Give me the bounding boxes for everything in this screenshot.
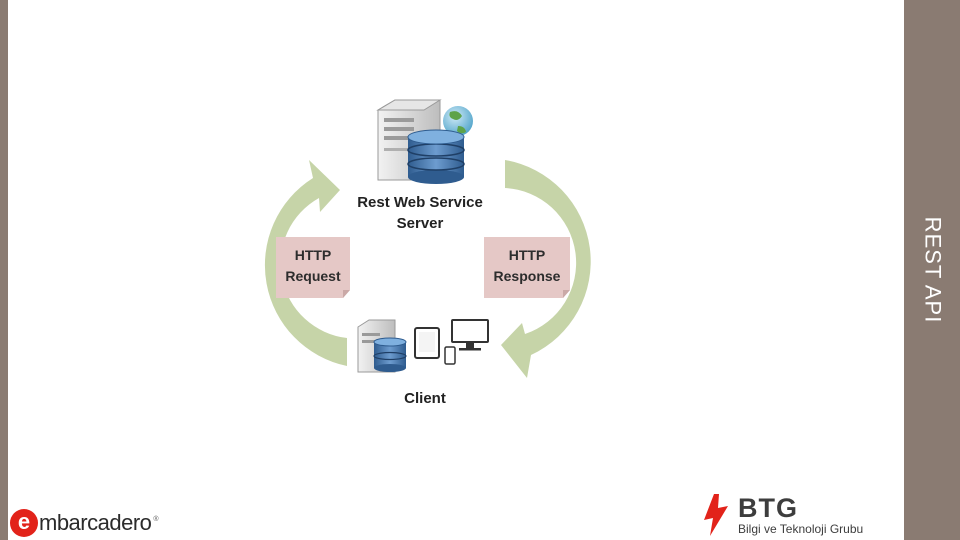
response-arrow bbox=[501, 160, 591, 378]
rest-cycle-diagram bbox=[264, 99, 591, 378]
embarcadero-e-mark: e bbox=[10, 509, 38, 537]
monitor-icon bbox=[451, 319, 489, 351]
request-arrow bbox=[264, 160, 347, 366]
server-label: Rest Web Service Server bbox=[330, 192, 510, 234]
http-request-label: HTTP Request bbox=[276, 245, 350, 287]
database-icon bbox=[407, 129, 465, 184]
http-response-line2: Response bbox=[493, 268, 561, 284]
server-label-line2: Server bbox=[396, 215, 444, 232]
left-accent-bar bbox=[0, 0, 8, 540]
http-request-note bbox=[276, 237, 350, 298]
slide-title-text: REST API bbox=[920, 216, 946, 324]
embarcadero-trademark: ® bbox=[153, 516, 159, 523]
btg-logo: BTG Bilgi ve Teknoloji Grubu bbox=[700, 492, 900, 538]
embarcadero-wordmark: mbarcadero bbox=[39, 510, 152, 535]
slide-title-vertical: REST API bbox=[904, 0, 960, 540]
phone-icon bbox=[444, 346, 456, 365]
client-label: Client bbox=[404, 390, 446, 407]
btg-bolt-icon bbox=[704, 494, 728, 536]
http-response-label: HTTP Response bbox=[484, 245, 570, 287]
right-sidebar bbox=[904, 0, 960, 540]
http-request-line1: HTTP bbox=[294, 247, 332, 263]
btg-subtitle: Bilgi ve Teknoloji Grubu bbox=[738, 522, 864, 536]
server-label-line1: Rest Web Service bbox=[357, 194, 483, 211]
btg-name: BTG bbox=[738, 493, 798, 523]
http-request-line2: Request bbox=[285, 268, 341, 284]
client-server-icon bbox=[357, 319, 407, 373]
http-response-note bbox=[484, 237, 570, 298]
globe-icon bbox=[443, 106, 473, 136]
embarcadero-logo: e mbarcadero ® bbox=[10, 508, 159, 538]
http-response-line1: HTTP bbox=[508, 247, 546, 263]
tablet-icon bbox=[414, 327, 440, 359]
